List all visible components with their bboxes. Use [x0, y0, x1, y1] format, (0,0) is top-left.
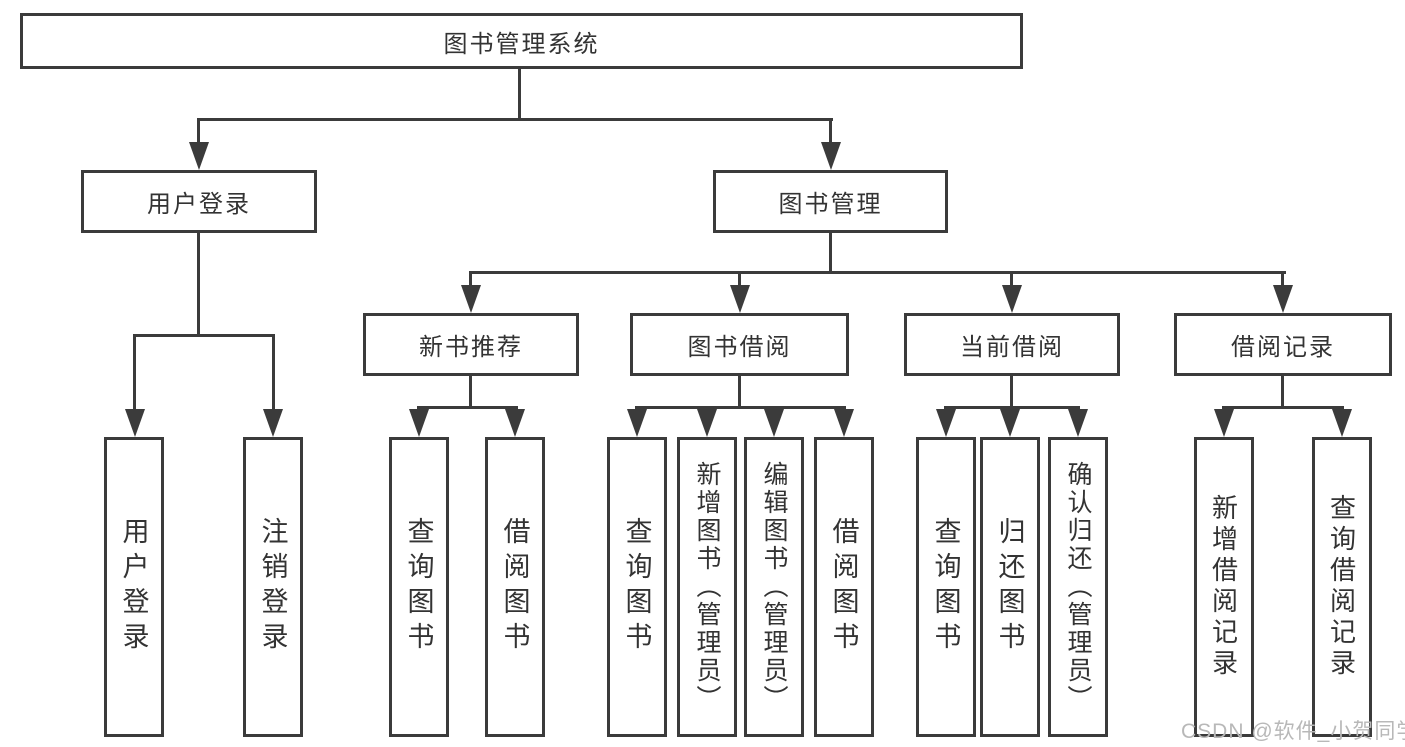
leaf-logout-label: 注销登录 — [257, 517, 288, 657]
leaf-query-books-recommend-label: 查询图书 — [403, 517, 434, 657]
arrow-down-icon — [627, 409, 647, 437]
connector-line — [829, 118, 832, 144]
leaf-borrow-book-recommend-label: 借阅图书 — [499, 517, 530, 657]
leaf-query-books-borrow-label: 查询图书 — [621, 517, 652, 657]
connector-line — [1010, 376, 1013, 408]
connector-line — [944, 406, 1080, 409]
leaf-borrow-book-label: 借阅图书 — [828, 517, 859, 657]
connector-line — [635, 406, 846, 409]
leaf-add-book-admin: 新增图书（管理员） — [677, 437, 737, 737]
leaf-borrow-book: 借阅图书 — [814, 437, 874, 737]
node-new-book-recommend: 新书推荐 — [363, 313, 579, 376]
arrow-down-icon — [697, 409, 717, 437]
arrow-down-icon — [834, 409, 854, 437]
arrow-down-icon — [1068, 409, 1088, 437]
connector-line — [272, 334, 275, 410]
arrow-down-icon — [936, 409, 956, 437]
leaf-query-borrow-record-label: 查询借阅记录 — [1326, 494, 1357, 680]
node-book-management: 图书管理 — [713, 170, 948, 233]
leaf-user-login-label: 用户登录 — [118, 517, 149, 657]
leaf-add-book-admin-label: 新增图书（管理员） — [693, 461, 721, 713]
leaf-add-borrow-record: 新增借阅记录 — [1194, 437, 1254, 737]
arrow-down-icon — [821, 142, 841, 170]
node-library-system: 图书管理系统 — [20, 13, 1023, 69]
connector-line — [738, 376, 741, 408]
arrow-down-icon — [1273, 285, 1293, 313]
leaf-edit-book-admin: 编辑图书（管理员） — [744, 437, 804, 737]
arrow-down-icon — [764, 409, 784, 437]
leaf-query-books-current-label: 查询图书 — [930, 517, 961, 657]
arrow-down-icon — [1000, 409, 1020, 437]
watermark: CSDN @软件_小贺同学 — [1181, 720, 1405, 743]
leaf-logout: 注销登录 — [243, 437, 303, 737]
connector-line — [829, 233, 832, 273]
connector-line — [469, 271, 472, 287]
arrow-down-icon — [461, 285, 481, 313]
arrow-down-icon — [1002, 285, 1022, 313]
leaf-query-books-current: 查询图书 — [916, 437, 976, 737]
connector-line — [1010, 271, 1013, 287]
leaf-query-books-borrow: 查询图书 — [607, 437, 667, 737]
connector-line — [738, 271, 741, 287]
connector-line — [197, 118, 833, 121]
leaf-user-login: 用户登录 — [104, 437, 164, 737]
connector-line — [1281, 376, 1284, 408]
leaf-add-borrow-record-label: 新增借阅记录 — [1208, 494, 1239, 680]
connector-line — [1222, 406, 1344, 409]
leaf-borrow-book-recommend: 借阅图书 — [485, 437, 545, 737]
arrow-down-icon — [1214, 409, 1234, 437]
connector-line — [417, 406, 518, 409]
connector-line — [133, 334, 136, 410]
connector-line — [133, 334, 275, 337]
arrow-down-icon — [730, 285, 750, 313]
node-user-login: 用户登录 — [81, 170, 317, 233]
node-current-borrow: 当前借阅 — [904, 313, 1120, 376]
connector-line — [469, 376, 472, 408]
arrow-down-icon — [263, 409, 283, 437]
leaf-return-book-label: 归还图书 — [994, 517, 1025, 657]
arrow-down-icon — [189, 142, 209, 170]
connector-line — [1281, 271, 1284, 287]
leaf-query-books-recommend: 查询图书 — [389, 437, 449, 737]
leaf-confirm-return-admin: 确认归还（管理员） — [1048, 437, 1108, 737]
leaf-return-book: 归还图书 — [980, 437, 1040, 737]
arrow-down-icon — [409, 409, 429, 437]
connector-line — [197, 118, 200, 144]
connector-line — [197, 233, 200, 336]
connector-line — [518, 68, 521, 120]
leaf-confirm-return-admin-label: 确认归还（管理员） — [1064, 461, 1092, 713]
connector-line — [469, 271, 1286, 274]
node-borrow-records: 借阅记录 — [1174, 313, 1392, 376]
arrow-down-icon — [505, 409, 525, 437]
leaf-query-borrow-record: 查询借阅记录 — [1312, 437, 1372, 737]
arrow-down-icon — [1332, 409, 1352, 437]
leaf-edit-book-admin-label: 编辑图书（管理员） — [760, 461, 788, 713]
arrow-down-icon — [125, 409, 145, 437]
node-book-borrow: 图书借阅 — [630, 313, 849, 376]
